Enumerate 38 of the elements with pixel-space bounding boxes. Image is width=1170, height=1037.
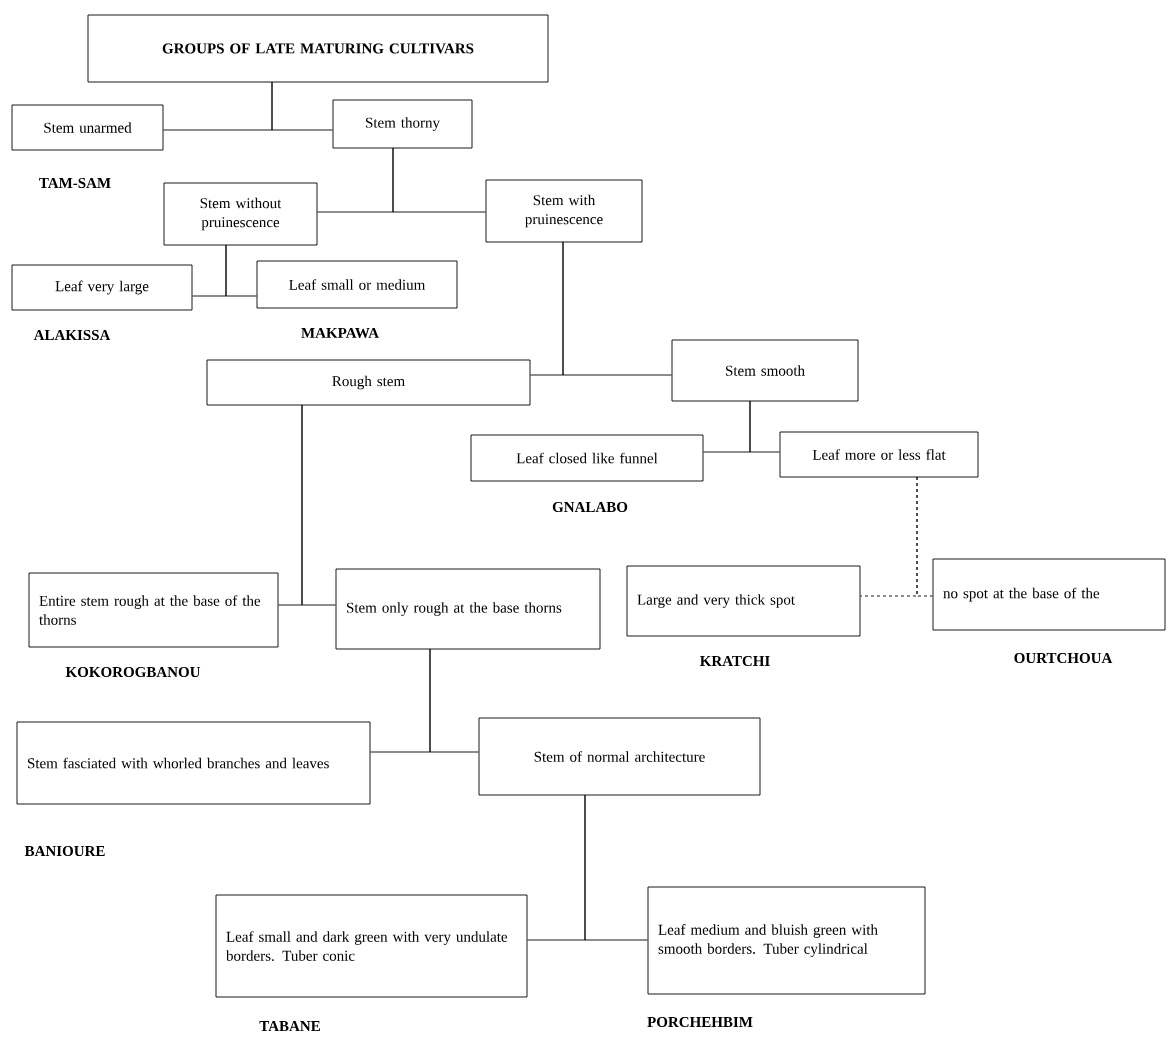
connector-line [301,404,336,606]
connector-line [916,476,933,597]
key-box: Rough stem [206,359,531,406]
key-box: Leaf closed like funnel [470,434,704,482]
cultivar-name: TAM-SAM [39,177,111,189]
connector-line [562,241,672,376]
key-box: Leaf very large [11,264,193,311]
key-box: Stem thorny [332,99,473,149]
key-box: Stem with pruinescence [485,179,643,243]
key-box: Stem smooth [671,339,859,402]
key-box: Leaf medium and bluish green with smooth borders. Tuber cylindrical [647,886,926,995]
key-box: GROUPS OF LATE MATURING CULTIVARS [87,14,549,83]
cultivar-name: BANIOURE [24,846,105,857]
key-box: Large and very thick spot [626,565,861,637]
cultivar-name: TABANE [259,1021,320,1031]
key-box: no spot at the base of the [932,558,1166,631]
key-box: Stem without pruinescence [163,182,318,246]
connector-line [392,147,486,213]
key-box: Entire stem rough at the base of the thorns [28,572,279,648]
connector-line [429,648,479,753]
key-box: Stem unarmed [11,104,164,151]
cultivar-name: KRATCHI [700,655,770,667]
cultivar-name: ALAKISSA [33,329,111,341]
cultivar-name: MAKPAWA [301,327,379,339]
cultivar-name: OURTCHOUA [1014,653,1113,664]
connector-line [225,244,257,297]
key-box: Stem of normal architecture [478,717,761,796]
cultivar-name: KOKOROGBANOU [65,666,201,678]
cultivar-name: PORCHEHBIM [647,1017,753,1028]
connector-line [584,794,648,941]
key-box: Stem fasciated with whorled branches and leaves [16,721,371,805]
connector-line [749,400,780,453]
cultivar-name: GNALABO [552,501,628,513]
key-box: Stem only rough at the base thorns [335,568,601,650]
key-box: Leaf small and dark green with very undulate borders. Tuber conic [215,894,528,998]
key-box: Leaf small or medium [256,260,458,309]
key-box: Leaf more or less flat [779,431,979,478]
connector-line [271,81,333,131]
